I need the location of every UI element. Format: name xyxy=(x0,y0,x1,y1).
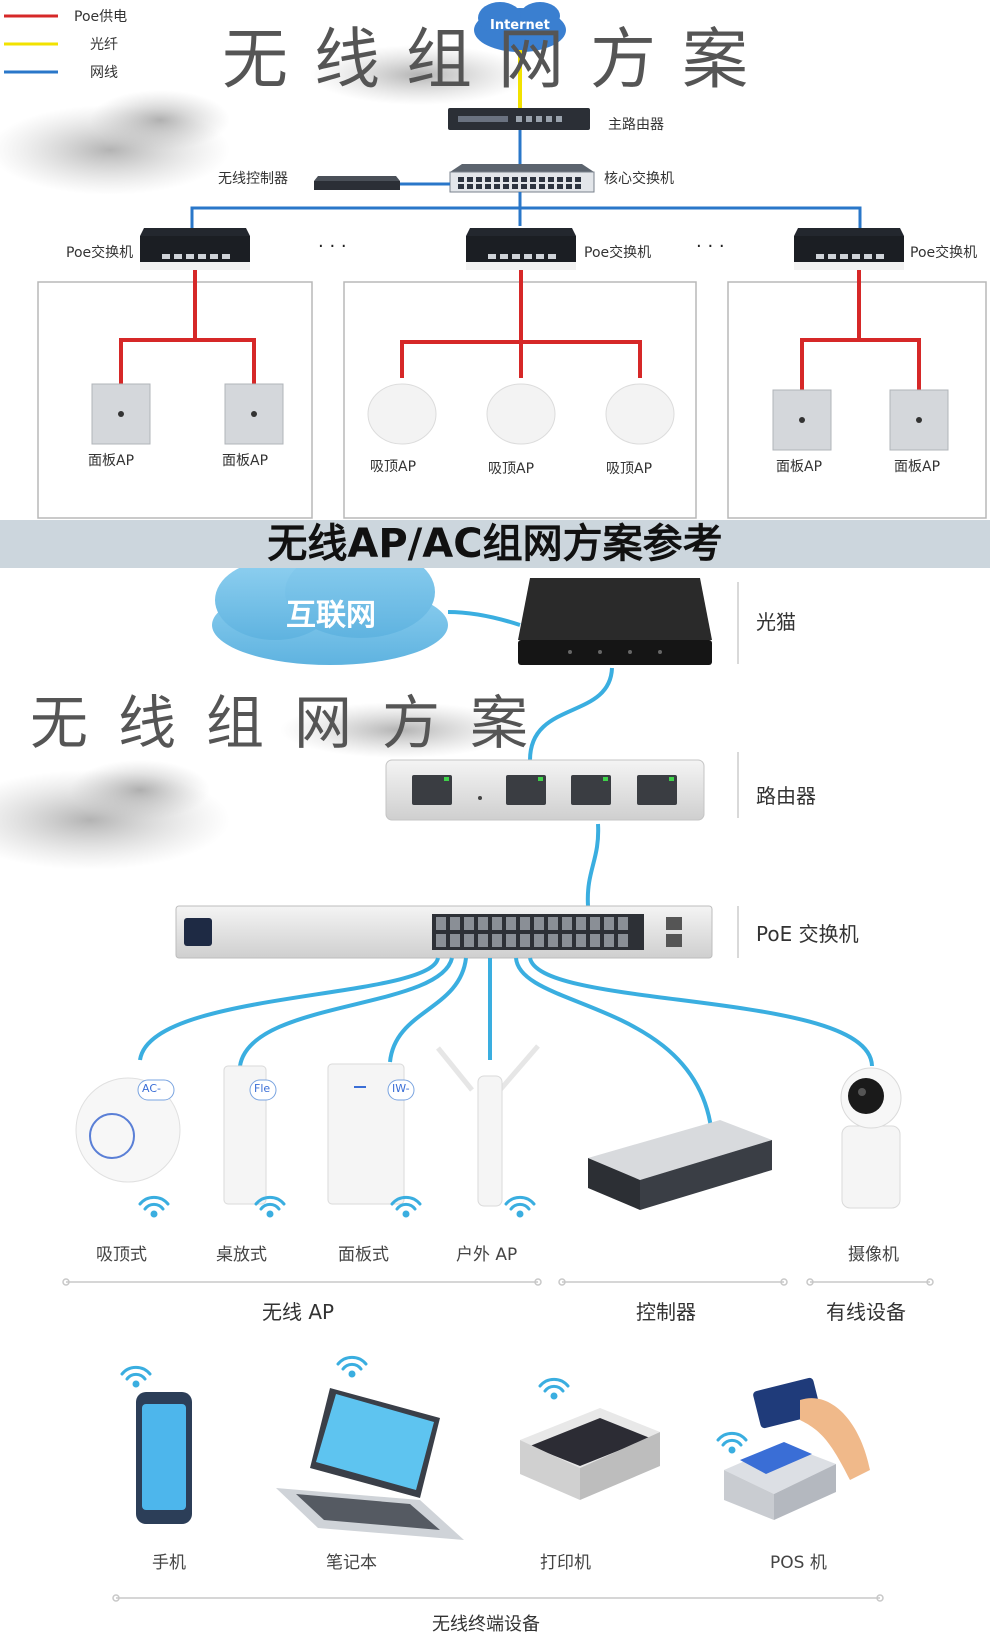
legend-label-poe: Poe供电 xyxy=(74,9,128,25)
ceiling-ap-icons xyxy=(367,383,675,445)
ellipsis-right: · · · xyxy=(696,236,725,257)
device-label-camera: 摄像机 xyxy=(848,1245,899,1265)
device-label-ceiling: 吸顶式 xyxy=(96,1245,147,1265)
banner-title: 无线AP/AC组网方案参考 xyxy=(267,521,723,567)
device-label-desktop: 桌放式 xyxy=(216,1245,267,1265)
category-wireless-ap: 无线 AP xyxy=(262,1300,335,1324)
outdoor-ap-device-icon xyxy=(436,1044,540,1207)
ap-label-g3-2: 面板AP xyxy=(894,459,941,475)
device-cables xyxy=(138,957,874,1137)
internet-cloud-icon xyxy=(474,2,566,52)
legend-label-lan: 网线 xyxy=(90,65,118,81)
poe-switch-bottom-icon xyxy=(175,905,713,959)
device-label-outdoor: 户外 AP xyxy=(456,1245,518,1265)
wifi-icons-terminals xyxy=(120,1355,748,1454)
poe-switch-icon-top xyxy=(140,228,904,270)
ceiling-ap-device-icon xyxy=(75,1077,181,1183)
category-wireless-terminals: 无线终端设备 xyxy=(432,1614,540,1635)
ap-label-g2-2: 吸顶AP xyxy=(488,461,535,477)
main-router-label: 主路由器 xyxy=(608,117,664,133)
cloud-label: 互联网 xyxy=(286,598,376,633)
modem-label: 光猫 xyxy=(756,610,796,634)
internet-cloud-bottom-icon xyxy=(212,546,448,665)
device-tag-flex: Fle xyxy=(254,1082,271,1095)
device-label-wallplate: 面板式 xyxy=(338,1245,389,1265)
poe-switch-label-2: Poe交换机 xyxy=(584,245,652,261)
banner-bar xyxy=(0,520,990,568)
laptop-icon xyxy=(276,1388,464,1540)
device-tag-ac: AC- xyxy=(142,1082,161,1095)
main-router-icon xyxy=(448,108,590,130)
terminal-label-pos: POS 机 xyxy=(770,1553,827,1573)
mist-decoration-top xyxy=(0,45,530,195)
printer-icon xyxy=(520,1408,660,1500)
poe-switch-label-1: Poe交换机 xyxy=(66,245,134,261)
wireless-controller-icon xyxy=(314,176,400,190)
pos-terminal-icon xyxy=(724,1377,870,1520)
lan-distribution-lines xyxy=(190,192,862,230)
terminal-label-laptop: 笔记本 xyxy=(326,1553,377,1573)
legend-lines xyxy=(4,14,58,74)
category-controller: 控制器 xyxy=(636,1300,696,1324)
legend-label-fiber: 光纤 xyxy=(90,37,118,53)
wireless-controller-label: 无线控制器 xyxy=(218,171,288,187)
category-brackets xyxy=(62,1278,934,1602)
ap-label-g2-3: 吸顶AP xyxy=(606,461,653,477)
brush-title-top: 无线组网方案 xyxy=(222,21,774,98)
category-wired: 有线设备 xyxy=(826,1300,906,1324)
router-bottom-icon xyxy=(385,759,705,821)
ellipsis-left: · · · xyxy=(318,236,347,257)
ap-label-g1-1: 面板AP xyxy=(88,453,135,469)
ap-label-g2-1: 吸顶AP xyxy=(370,459,417,475)
mist-decoration-bottom xyxy=(0,702,520,870)
poe-switch-label-bottom: PoE 交换机 xyxy=(756,922,859,946)
ap-label-g3-1: 面板AP xyxy=(776,459,823,475)
core-switch-icon xyxy=(449,164,595,193)
modem-icon xyxy=(518,578,712,665)
phone-icon xyxy=(136,1392,192,1524)
internet-label: Internet xyxy=(490,18,550,33)
panel-ap-icons xyxy=(91,383,949,451)
terminal-label-printer: 打印机 xyxy=(540,1553,591,1573)
wall-plate-ap-device-icon xyxy=(327,1063,415,1205)
camera-device-icon xyxy=(840,1067,902,1209)
core-switch-label: 核心交换机 xyxy=(604,171,674,187)
wifi-icons-devices xyxy=(138,1195,536,1218)
poe-power-lines xyxy=(119,270,921,390)
controller-device-icon xyxy=(588,1120,772,1210)
router-label: 路由器 xyxy=(756,784,816,808)
device-tag-iw: IW- xyxy=(392,1082,410,1095)
terminal-label-phone: 手机 xyxy=(152,1553,186,1573)
brush-title-bottom: 无线组网方案 xyxy=(30,689,559,757)
poe-switch-label-3: Poe交换机 xyxy=(910,245,978,261)
ap-label-g1-2: 面板AP xyxy=(222,453,269,469)
desktop-ap-device-icon xyxy=(223,1065,277,1205)
